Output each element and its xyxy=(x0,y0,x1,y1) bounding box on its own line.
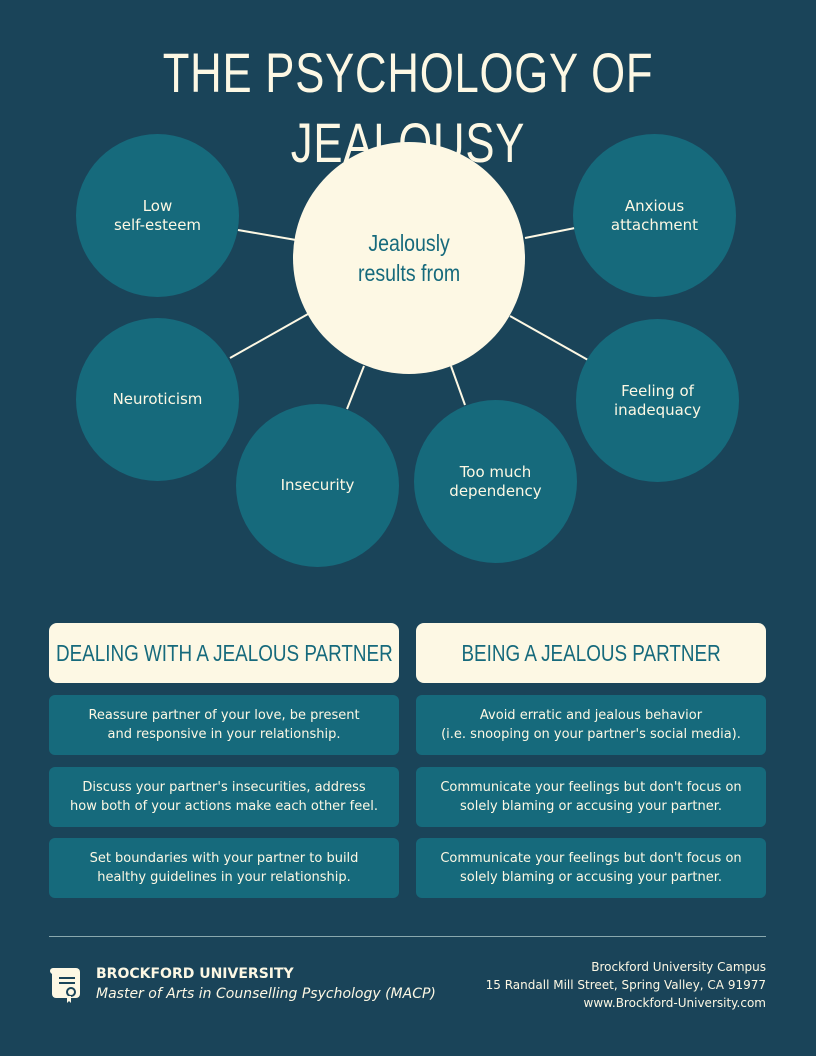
address-line: Brockford University Campus xyxy=(591,960,766,974)
being-header: BEING A JEALOUS PARTNER xyxy=(416,623,766,683)
cause-circle-too-much-dependency: Too much dependency xyxy=(414,400,577,563)
center-label: Jealously results from xyxy=(357,230,461,286)
cause-circle-feeling-of-inadequacy: Feeling of inadequacy xyxy=(576,319,739,482)
tip-text: Discuss your partner's insecurities, add… xyxy=(70,780,378,814)
cause-label: Insecurity xyxy=(280,476,355,494)
diploma-scroll-icon xyxy=(50,968,80,1003)
tip-text: Avoid erratic and jealous behavior (i.e.… xyxy=(441,708,741,742)
footer-divider xyxy=(49,936,766,937)
tip-text: Set boundaries with your partner to buil… xyxy=(89,851,359,885)
cause-label: Anxious attachment xyxy=(610,196,699,234)
tip-text: Communicate your feelings but don't focu… xyxy=(440,780,742,814)
dealing-tip: Set boundaries with your partner to buil… xyxy=(49,838,399,898)
dealing-tip: Discuss your partner's insecurities, add… xyxy=(49,767,399,827)
dealing-header-label: DEALING WITH A JEALOUS PARTNER xyxy=(55,639,393,666)
cause-circle-anxious-attachment: Anxious attachment xyxy=(573,134,736,297)
cause-circle-insecurity: Insecurity xyxy=(236,404,399,567)
center-circle: Jealously results from xyxy=(293,142,525,374)
tip-text: Communicate your feelings but don't focu… xyxy=(440,851,742,885)
cause-label: Feeling of inadequacy xyxy=(614,381,701,419)
tip-text: Reassure partner of your love, be presen… xyxy=(88,708,360,742)
dealing-tip: Reassure partner of your love, be presen… xyxy=(49,695,399,755)
connector-line xyxy=(229,313,309,359)
connector-line xyxy=(346,365,365,410)
cause-label: Neuroticism xyxy=(112,390,203,408)
dealing-header: DEALING WITH A JEALOUS PARTNER xyxy=(49,623,399,683)
connector-line xyxy=(450,365,466,406)
connector-line xyxy=(524,227,576,239)
address-line: 15 Randall Mill Street, Spring Valley, C… xyxy=(485,978,766,992)
being-tip: Avoid erratic and jealous behavior (i.e.… xyxy=(416,695,766,755)
cause-circle-low-self-esteem: Low self-esteem xyxy=(76,134,239,297)
connector-line xyxy=(237,229,297,241)
cause-label: Low self-esteem xyxy=(113,196,202,234)
connector-line xyxy=(509,315,589,361)
website-link[interactable]: www.Brockford-University.com xyxy=(583,996,766,1010)
university-program: Master of Arts in Counselling Psychology… xyxy=(96,986,436,1002)
being-tip: Communicate your feelings but don't focu… xyxy=(416,838,766,898)
being-tip: Communicate your feelings but don't focu… xyxy=(416,767,766,827)
cause-circle-neuroticism: Neuroticism xyxy=(76,318,239,481)
university-name: BROCKFORD UNIVERSITY xyxy=(96,966,294,982)
cause-label: Too much dependency xyxy=(449,462,542,500)
address-block: Brockford University Campus 15 Randall M… xyxy=(486,958,766,1012)
being-header-label: BEING A JEALOUS PARTNER xyxy=(461,639,721,666)
